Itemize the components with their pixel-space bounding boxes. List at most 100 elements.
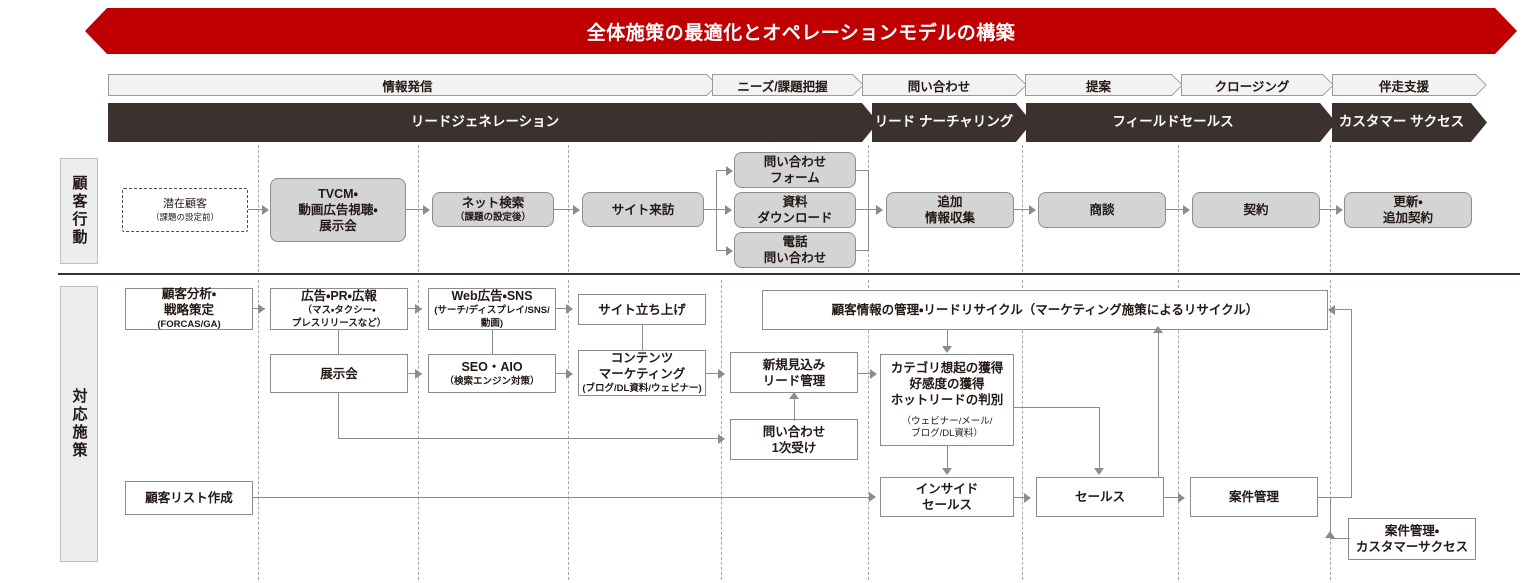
connector: [706, 373, 724, 375]
section-divider: [58, 273, 1520, 275]
stage-band-label: カスタマー サクセス: [1338, 114, 1465, 130]
column-guide: [1178, 280, 1179, 580]
connector: [1334, 309, 1352, 311]
connector: [338, 330, 340, 354]
connector: [1330, 538, 1350, 540]
stage-chip-joho-hasshin: 情報発信: [108, 74, 718, 96]
behavior-node-tvcm-video-expo: TVCM・ 動画広告視聴・ 展示会: [270, 178, 406, 242]
behavior-node-contract: 契約: [1192, 192, 1320, 228]
stage-band-lead-nurturing: リード ナーチャリング: [872, 103, 1032, 142]
measure-node-lead-recycle: 顧客情報の管理・リードリサイクル（マーケティング施策によるリサイクル）: [762, 290, 1328, 330]
measure-node-seo-aio: SEO・AIO （検索エンジン対策）: [428, 354, 556, 393]
connector: [947, 330, 949, 348]
measure-node-customer-list: 顧客リスト作成: [125, 481, 253, 515]
stage-chip-proposal: 提案: [1025, 74, 1183, 96]
connector: [556, 308, 572, 310]
stage-band-label: リードジェネレーション: [410, 114, 560, 130]
measure-node-deal-management: 案件管理: [1190, 477, 1318, 517]
connector: [338, 438, 724, 440]
arrow-icon: [566, 304, 573, 314]
connector: [338, 393, 340, 439]
measure-node-category-recall: カテゴリ想起の獲得 好感度の獲得 ホットリードの判別 （ウェビナー/メール/ ブ…: [880, 354, 1014, 446]
arrow-icon: [870, 369, 877, 379]
stage-chip-inquiry: 問い合わせ: [862, 74, 1027, 96]
arrow-icon: [1325, 531, 1335, 538]
connector: [716, 170, 718, 250]
stage-chip-label: 問い合わせ: [907, 79, 971, 94]
column-guide: [1330, 145, 1331, 272]
connector: [1014, 407, 1100, 409]
connector: [1099, 407, 1101, 469]
arrow-icon: [423, 205, 430, 215]
stage-chip-label: ニーズ/課題把握: [737, 79, 828, 94]
stage-chip-label: 提案: [1085, 79, 1111, 94]
measure-node-new-lead-management: 新規見込み リード管理: [730, 352, 858, 393]
arrow-icon: [1328, 305, 1335, 315]
arrow-icon: [942, 468, 952, 475]
connector: [642, 325, 644, 350]
measure-node-inquiry-first-response: 問い合わせ 1次受け: [730, 419, 858, 460]
connector: [856, 250, 869, 252]
behavior-node-phone-inquiry: 電話 問い合わせ: [734, 232, 856, 268]
measure-node-customer-analysis: 顧客分析・ 戦略策定 (FORCAS/GA): [125, 287, 253, 330]
arrow-icon: [869, 492, 876, 502]
stage-chip-closing: クロージング: [1181, 74, 1334, 96]
connector: [1158, 333, 1160, 477]
connector: [947, 446, 949, 469]
behavior-node-renewal: 更新・ 追加契約: [1344, 192, 1472, 228]
measure-node-web-ad-sns: Web広告・SNS (サーチ/ディスプレイ/SNS/ 動画): [428, 288, 556, 330]
column-guide: [1178, 145, 1179, 272]
connector: [1166, 209, 1188, 211]
measure-node-content-marketing: コンテンツ マーケティング (ブログ/DL資料/ウェビナー): [578, 350, 706, 396]
arrow-icon: [1178, 493, 1185, 503]
row-label-measures: 対応施策: [60, 286, 98, 562]
connector: [716, 250, 730, 252]
behavior-node-net-search: ネット検索 （課題の設定後）: [432, 192, 554, 227]
stage-band-lead-generation: リードジェネレーション: [108, 103, 878, 142]
arrow-icon: [1024, 493, 1031, 503]
arrow-icon: [1336, 205, 1343, 215]
connector: [1164, 497, 1184, 499]
column-guide: [721, 280, 722, 580]
column-guide: [1330, 280, 1331, 580]
connector: [492, 330, 494, 354]
column-guide: [418, 145, 419, 272]
connector: [248, 209, 264, 211]
arrow-icon: [1029, 205, 1036, 215]
connector: [1014, 209, 1034, 211]
behavior-node-potential-customer: 潜在顧客 （課題の設定前）: [122, 188, 248, 232]
connector: [253, 497, 873, 499]
page-title: 全体施策の最適化とオペレーションモデルの構築: [586, 22, 1016, 44]
stage-chip-support: 伴走支援: [1332, 74, 1487, 96]
arrow-icon: [1153, 326, 1163, 333]
arrow-icon: [566, 369, 573, 379]
connector: [1320, 209, 1342, 211]
arrow-icon: [573, 205, 580, 215]
measure-node-site-launch: サイト立ち上げ: [578, 294, 706, 325]
measure-node-deal-cs: 案件管理・ カスタマーサクセス: [1348, 518, 1476, 560]
arrow-icon: [415, 369, 422, 379]
arrow-icon: [258, 304, 265, 314]
row-label-customer-behavior: 顧客行動: [60, 158, 98, 264]
connector: [794, 395, 796, 421]
column-guide: [1022, 280, 1023, 580]
arrow-icon: [1183, 205, 1190, 215]
connector: [716, 170, 730, 172]
column-guide: [258, 145, 259, 272]
arrow-icon: [942, 346, 952, 353]
arrow-icon: [726, 246, 733, 256]
stage-chip-label: 伴走支援: [1378, 79, 1429, 94]
connector: [406, 209, 426, 211]
arrow-icon: [1094, 468, 1104, 475]
connector: [554, 209, 576, 211]
arrow-icon: [725, 205, 732, 215]
measure-node-inside-sales: インサイド セールス: [880, 477, 1014, 517]
stage-band-field-sales: フィールドセールス: [1026, 103, 1336, 142]
arrow-icon: [262, 205, 269, 215]
behavior-node-additional-info: 追加 情報収集: [886, 192, 1014, 228]
arrow-icon: [726, 166, 733, 176]
arrow-icon: [876, 205, 883, 215]
arrow-icon: [718, 434, 725, 444]
stage-chip-needs: ニーズ/課題把握: [712, 74, 864, 96]
